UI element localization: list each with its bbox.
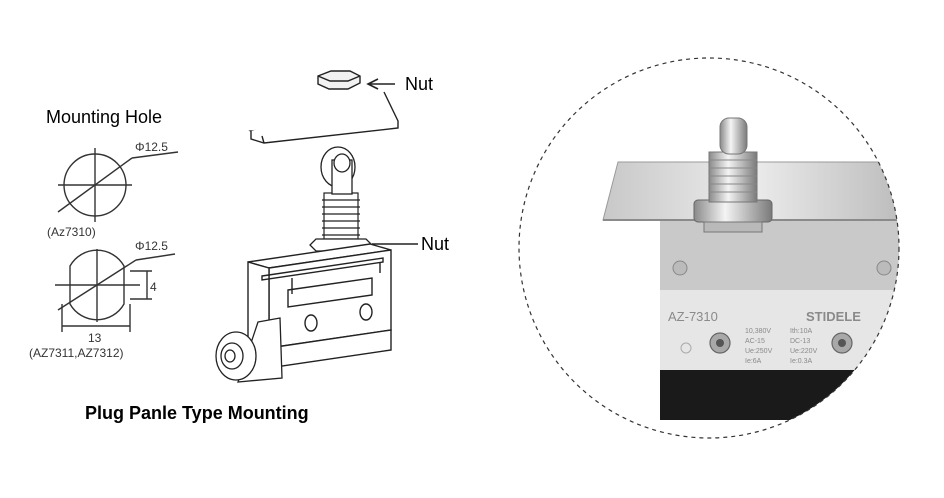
photo-brand-text: STIDELE [806,309,861,324]
roller-actuator [320,146,356,195]
spec-right-2: DC-13 [790,338,810,345]
side-roller [215,317,283,383]
spec-left-3: Ue:250V [745,348,773,355]
spec-right-1: Ith:10A [790,328,813,335]
width-dimension: 13 [88,331,102,345]
nut-top-label: Nut [405,74,433,94]
spec-left-2: AC-15 [745,338,765,345]
photo-hex-nut [693,199,773,223]
assembly-caption: Plug Panle Type Mounting [85,403,309,423]
mounting-hole-title: Mounting Hole [46,107,162,127]
mounting-hole-diagram: Mounting Hole Φ12.5 (Az7310) Φ12.5 13 [29,107,179,360]
spec-right-4: Ie:0.3A [790,358,813,365]
nut-top-arrow [366,78,395,90]
product-photo: AZ-7310 STIDELE 10,380V AC-15 Ue:250V Ie… [518,57,900,439]
diameter-label-1: Φ12.5 [135,140,168,154]
photo-model-text: AZ-7310 [668,309,718,324]
switch-body [247,243,392,369]
mounting-panel [248,91,399,144]
diameter-label-2: Φ12.5 [135,239,168,253]
height-dimension: 4 [150,280,157,294]
nut-body-label: Nut [421,234,449,254]
photo-spec-left: 10,380V AC-15 Ue:250V Ie:6A [745,328,773,365]
threaded-bushing [322,192,360,240]
photo-spec-right: Ith:10A DC-13 Ue:220V Ie:0.3A [790,328,818,365]
model-label-2: (AZ7311,AZ7312) [29,346,124,360]
spec-left-4: Ie:6A [745,358,762,365]
double-d-hole-drawing [55,249,176,332]
top-nut [317,70,361,90]
photo-switch-base [660,370,899,420]
photo-dashed-circle [518,57,900,439]
model-label-1: (Az7310) [47,225,96,239]
photo-plunger [719,117,748,155]
assembly-drawing: Nut Nut [85,70,449,423]
spec-right-3: Ue:220V [790,348,818,355]
spec-left-1: 10,380V [745,328,771,335]
round-hole-drawing [57,148,179,222]
